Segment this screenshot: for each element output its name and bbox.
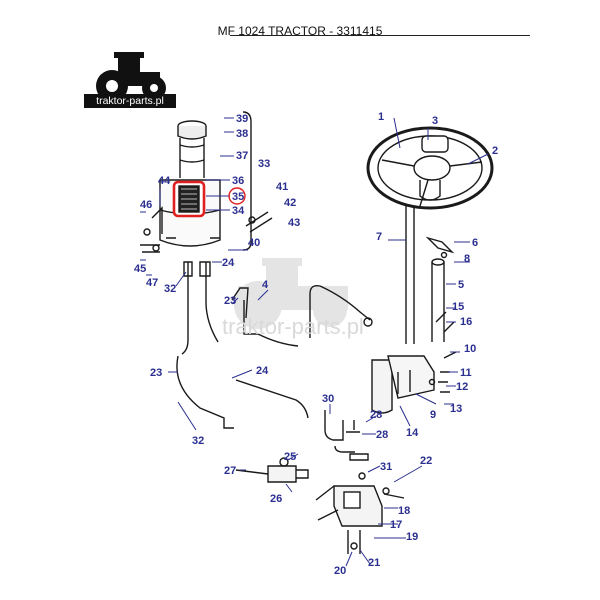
callout-27: 27 [224, 465, 236, 477]
page-title: MF 1024 TRACTOR - 3311415 [217, 24, 383, 38]
callout-40: 40 [248, 237, 260, 249]
callout-39: 39 [236, 113, 248, 125]
callout-4: 4 [262, 279, 269, 291]
callout-7: 7 [376, 231, 382, 243]
callout-41: 41 [276, 181, 288, 193]
logo-text: traktor-parts.pl [84, 94, 176, 108]
callout-44: 44 [158, 175, 171, 187]
callout-10: 10 [464, 343, 476, 355]
part-drawings [140, 111, 494, 554]
callout-9: 9 [430, 409, 436, 421]
callout-34: 34 [232, 205, 245, 217]
callout-13: 13 [450, 403, 462, 415]
callout-46: 46 [140, 199, 152, 211]
leader-lines [140, 117, 489, 567]
callout-3: 3 [432, 115, 438, 127]
callout-33: 33 [258, 158, 270, 170]
callout-5: 5 [458, 279, 464, 291]
callout-20: 20 [334, 565, 346, 577]
callout-6: 6 [472, 237, 478, 249]
callout-37: 37 [236, 150, 248, 162]
callout-38: 38 [236, 128, 248, 140]
callout-22: 22 [420, 455, 432, 467]
callout-11: 11 [460, 367, 472, 379]
callout-12: 12 [456, 381, 468, 393]
highlight-ring [228, 187, 246, 205]
callout-26: 26 [270, 493, 282, 505]
callout-45: 45 [134, 263, 146, 275]
callout-16: 16 [460, 316, 472, 328]
callout-32-lower: 32 [192, 435, 204, 447]
callout-19: 19 [406, 531, 418, 543]
callout-2: 2 [492, 145, 498, 157]
callout-23-upper: 23 [224, 295, 236, 307]
callout-1: 1 [378, 111, 384, 123]
callout-36: 36 [232, 175, 244, 187]
callout-42: 42 [284, 197, 296, 209]
callout-14: 14 [406, 427, 419, 439]
callout-25: 25 [284, 451, 296, 463]
callout-28-upper: 28 [370, 409, 382, 421]
callout-17: 17 [390, 519, 402, 531]
callout-24-upper: 24 [222, 257, 235, 269]
callout-31: 31 [380, 461, 392, 473]
callout-15: 15 [452, 301, 464, 313]
callout-24-lower: 24 [256, 365, 269, 377]
watermark-text: traktor-parts.pl [222, 314, 364, 339]
header-rule [230, 35, 530, 36]
callout-8: 8 [464, 253, 470, 265]
callout-18: 18 [398, 505, 410, 517]
callout-labels: 39 38 37 33 36 35 34 41 42 43 40 44 46 4… [134, 111, 498, 577]
callout-23-lower: 23 [150, 367, 162, 379]
callout-32-upper: 32 [164, 283, 176, 295]
callout-47: 47 [146, 277, 158, 289]
callout-28-lower: 28 [376, 429, 388, 441]
callout-35: 35 [232, 191, 244, 203]
callout-21: 21 [368, 557, 380, 569]
callout-43: 43 [288, 217, 300, 229]
callout-30: 30 [322, 393, 334, 405]
